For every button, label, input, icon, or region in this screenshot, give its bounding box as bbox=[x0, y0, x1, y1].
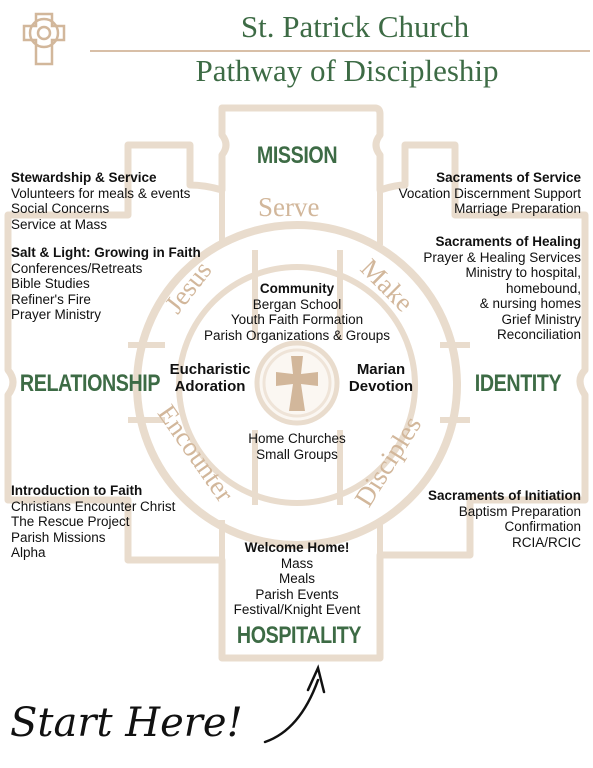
start-here-label: Start Here! bbox=[10, 700, 243, 746]
cross-outline bbox=[4, 104, 589, 662]
pillar-hospitality: HOSPITALITY bbox=[236, 622, 362, 649]
salt-light-block: Salt & Light: Growing in Faith Conferenc… bbox=[11, 245, 201, 322]
cross-icon bbox=[276, 356, 318, 411]
pillar-mission: MISSION bbox=[256, 142, 338, 169]
center-left-label: Eucharistic Adoration bbox=[169, 361, 251, 395]
community-block: Community Bergan School Youth Faith Form… bbox=[203, 281, 391, 343]
curved-arrow-icon bbox=[263, 664, 326, 744]
welcome-block: Welcome Home! Mass Meals Parish Events F… bbox=[233, 540, 361, 617]
sac-service-block: Sacraments of Service Vocation Discernme… bbox=[398, 170, 581, 216]
center-right-label: Marian Devotion bbox=[348, 361, 414, 395]
pillar-identity: IDENTITY bbox=[474, 370, 562, 397]
pillar-relationship: RELATIONSHIP bbox=[19, 370, 161, 397]
sac-initiation-block: Sacraments of Initiation Baptism Prepara… bbox=[427, 488, 581, 550]
stewardship-block: Stewardship & Service Volunteers for mea… bbox=[11, 170, 191, 232]
home-churches-block: Home Churches Small Groups bbox=[248, 431, 346, 462]
intro-faith-block: Introduction to Faith Christians Encount… bbox=[11, 483, 176, 560]
page-title: St. Patrick Church bbox=[240, 9, 470, 44]
page-subtitle: Pathway of Discipleship bbox=[195, 53, 499, 88]
celtic-cross-icon bbox=[22, 12, 66, 66]
ring-outer bbox=[133, 221, 461, 549]
ring-inner bbox=[176, 264, 418, 506]
sac-healing-block: Sacraments of Healing Prayer & Healing S… bbox=[423, 234, 581, 342]
header-rule bbox=[90, 50, 590, 52]
ring-word-serve: Serve bbox=[258, 192, 320, 222]
